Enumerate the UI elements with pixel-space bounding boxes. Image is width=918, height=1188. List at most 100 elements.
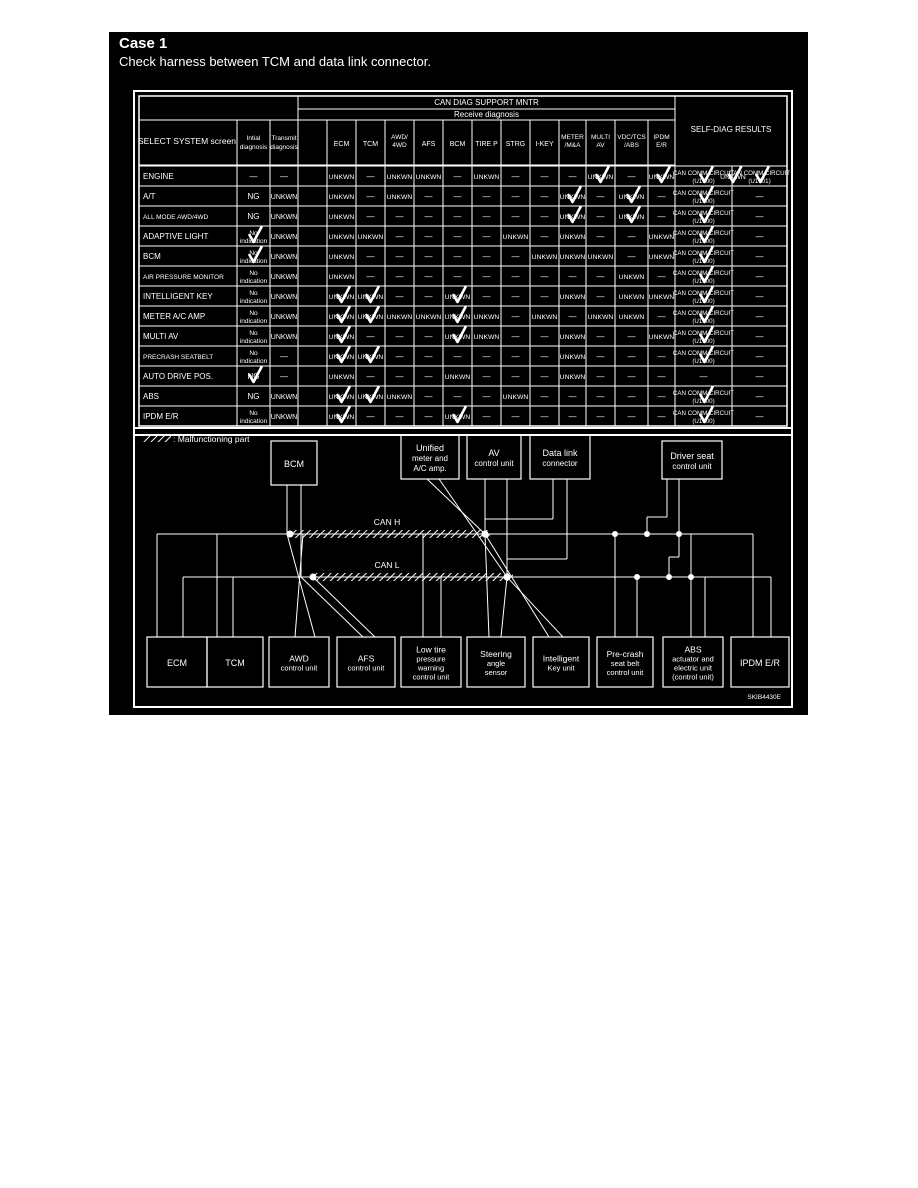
receive-cell-value: — [396,352,404,361]
check-mark-icon [452,405,467,424]
receive-cell-value: UNKWN [560,194,586,201]
awd-label: control unit [281,664,319,673]
receive-cell-value: UNKWN [329,294,355,301]
receive-cell-value: UNKWN [560,234,586,241]
receive-cell-value: UNKWN [474,174,500,181]
self-diag-value: — [756,292,764,301]
receive-cell-value: — [541,172,549,181]
receive-cell-value: UNKWN [503,394,529,401]
transmit-diagnosis-header: diagnosis [270,144,298,151]
transmit-value: UNKWN [271,194,297,201]
receive-cell-value: — [454,392,462,401]
av-label: AV [488,448,499,458]
receive-cell-value: — [512,352,520,361]
receive-cell-value: — [483,412,491,421]
receive-cell-value: UNKWN [445,374,471,381]
receive-cell-value: — [597,392,605,401]
precrash-label: seat belt [611,659,640,668]
case-instruction: Check harness between TCM and data link … [119,54,431,69]
self-diag-value: CAN COMM CIRCUIT [673,290,734,297]
junction-dot [309,573,317,581]
transmit-value: UNKWN [271,274,297,281]
check-mark-icon [699,265,714,284]
receive-column-header: TIRE P [475,141,498,148]
receive-cell-value: — [367,412,375,421]
receive-column-header: /ABS [624,142,639,149]
receive-cell-value: — [628,372,636,381]
receive-cell-value: — [396,232,404,241]
receive-cell-value: — [658,192,666,201]
receive-cell-value: — [454,192,462,201]
receive-cell-value: — [367,212,375,221]
initial-diagnosis-header: diagnosis [240,144,268,151]
check-mark-icon [699,185,714,204]
receive-cell-value: — [367,252,375,261]
junction-dot [503,573,511,581]
steering-label: Steering [480,649,512,659]
transmit-value: UNKWN [271,214,297,221]
tire-label: Low tire [416,645,446,655]
receive-cell-value: UNKWN [649,174,675,181]
receive-cell-value: — [541,192,549,201]
afs-label: control unit [348,664,386,673]
legend-hatch-swatch [143,435,171,442]
harness-wire [506,576,564,638]
receive-column-header: MULTI [591,134,610,141]
receive-cell-value: — [425,392,433,401]
harness-wire [484,533,550,638]
receive-cell-value: — [658,212,666,221]
receive-cell-value: — [541,352,549,361]
self-diag-value: CAN COMM CIRCUIT [673,350,734,357]
receive-cell-value: — [367,332,375,341]
check-mark-icon [699,165,714,184]
receive-cell-value: UNKWN [387,194,413,201]
row-system-name: PRECRASH SEATBELT [143,354,213,361]
driver-seat-box [661,440,723,480]
transmit-diagnosis-header: Transmit [271,135,296,142]
receive-cell-value: — [597,212,605,221]
receive-cell-value: UNKWN [649,234,675,241]
receive-cell-value: UNKWN [619,294,645,301]
receive-cell-value: UNKWN [329,394,355,401]
receive-cell-value: UNKWN [720,174,746,181]
receive-cell-value: UNKWN [329,334,355,341]
awd-box [268,636,330,688]
check-mark-icon [336,385,351,404]
receive-cell-value: — [454,272,462,281]
check-mark-icon [699,205,714,224]
case-title: Case 1 [119,35,168,52]
harness-wire [312,576,376,638]
initial-value: NG [248,192,260,201]
receive-cell-value: — [512,372,520,381]
afs-box [336,636,396,688]
receive-cell-value: — [483,252,491,261]
receive-cell-value: — [425,232,433,241]
check-mark-icon [248,365,263,384]
self-diag-value: — [756,412,764,421]
receive-diagnosis-header: Receive diagnosis [454,110,519,119]
initial-value: indication [240,278,268,285]
self-diag-value: — [756,212,764,221]
receive-cell-value: UNKWN [329,314,355,321]
receive-cell-value: — [454,252,462,261]
receive-cell-value: — [512,412,520,421]
receive-cell-value: — [512,312,520,321]
self-diag-header: SELF-DIAG RESULTS [691,125,772,134]
receive-cell-value: UNKWN [445,334,471,341]
transmit-value: UNKWN [271,334,297,341]
receive-cell-value: — [425,412,433,421]
receive-cell-value: UNKWN [329,414,355,421]
malfunction-can-l [313,573,513,581]
row-system-name: BCM [143,252,161,261]
receive-cell-value: — [512,252,520,261]
harness-wire [300,576,364,638]
receive-cell-value: — [597,352,605,361]
receive-cell-value: — [367,172,375,181]
transmit-value: UNKWN [271,314,297,321]
receive-column-header: I-KEY [535,141,554,148]
table-frame [138,95,788,427]
check-mark-icon [248,225,263,244]
receive-column-header: TCM [363,141,378,148]
receive-cell-value: UNKWN [588,314,614,321]
self-diag-value: — [756,352,764,361]
